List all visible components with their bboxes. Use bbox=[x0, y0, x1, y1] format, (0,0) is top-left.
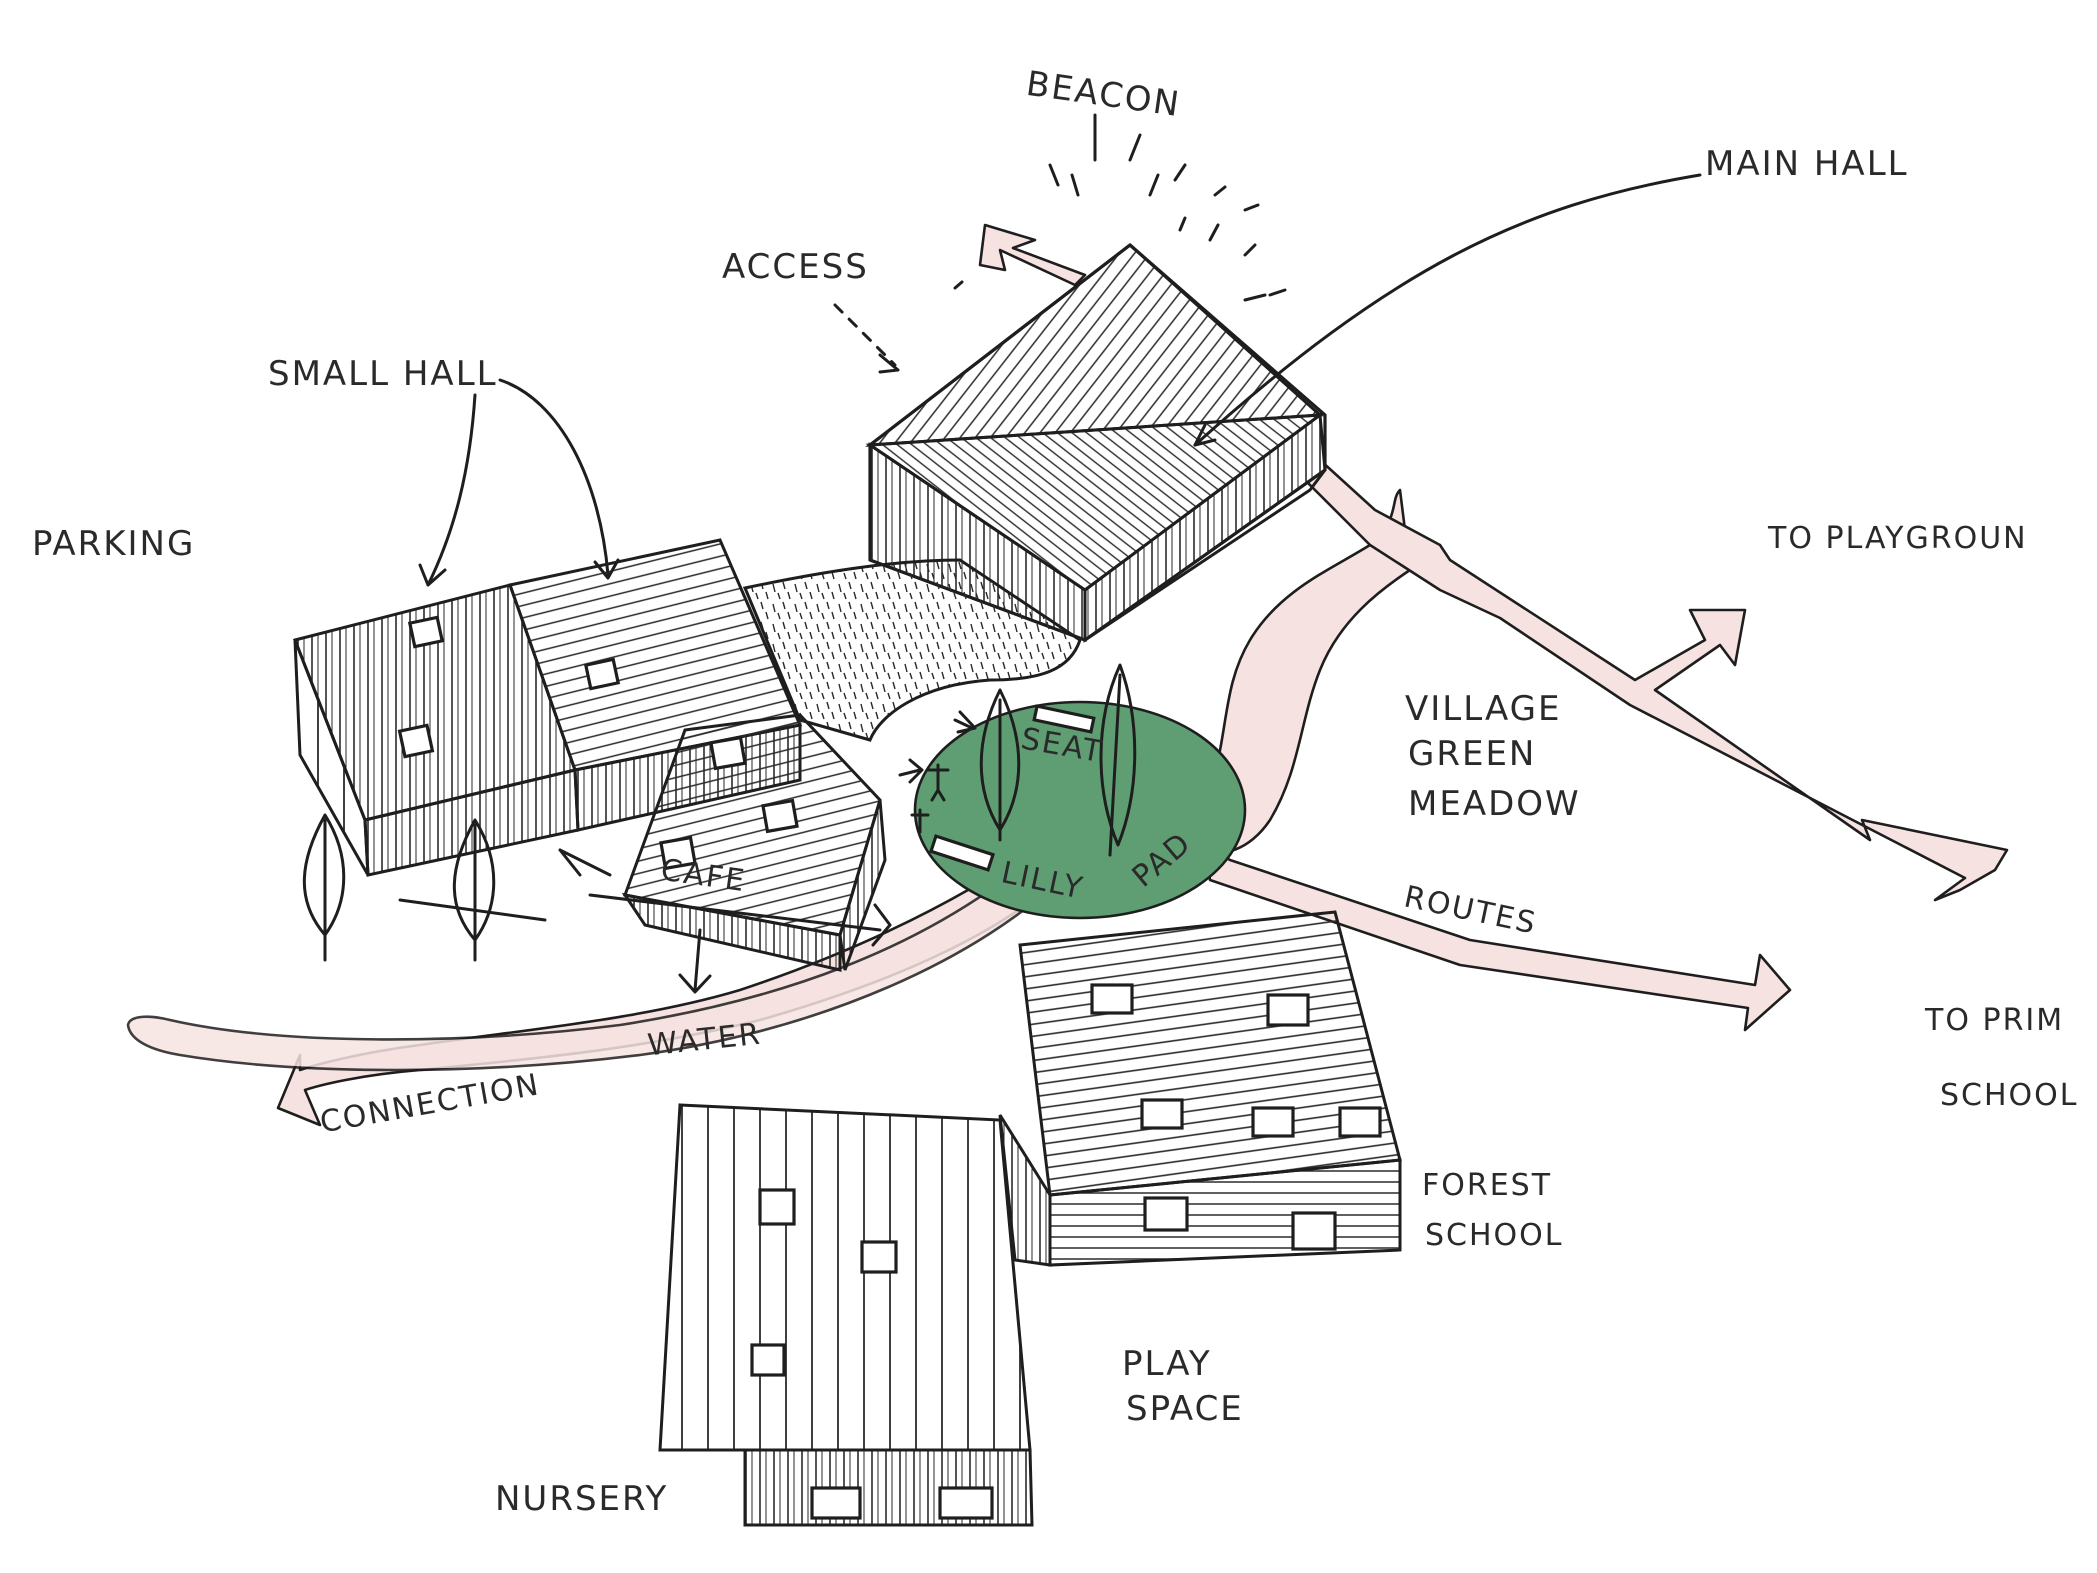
figure bbox=[910, 808, 930, 834]
bench bbox=[1032, 704, 1096, 734]
window bbox=[938, 1486, 994, 1520]
nursery-label: NURSERY bbox=[495, 1479, 668, 1519]
skylight bbox=[583, 657, 621, 691]
tree bbox=[979, 688, 1021, 842]
play-space-label-1: PLAY bbox=[1122, 1344, 1212, 1384]
parking-label: PARKING bbox=[32, 524, 195, 564]
access-leader bbox=[833, 303, 897, 367]
skylight bbox=[860, 1240, 898, 1274]
skylight bbox=[758, 1188, 796, 1226]
cafe-arrow-nw bbox=[558, 848, 612, 877]
small-hall-label: SMALL HALL bbox=[268, 354, 498, 394]
water-channel bbox=[126, 858, 1072, 1072]
forest-school-label-1: FOREST bbox=[1422, 1168, 1552, 1203]
small-hall-leader-1-head bbox=[418, 563, 447, 587]
cafe-arrow-west bbox=[398, 898, 547, 922]
tree bbox=[452, 818, 496, 962]
figure bbox=[926, 763, 950, 802]
skylight bbox=[750, 1343, 786, 1377]
skylight bbox=[761, 798, 799, 834]
main-hall-leader-head bbox=[1193, 423, 1217, 447]
to-playground-label: TO PLAYGROUN bbox=[1767, 521, 2028, 556]
play-space-label-2: SPACE bbox=[1126, 1389, 1244, 1429]
main-hall-building bbox=[865, 243, 1327, 643]
tree bbox=[302, 813, 346, 962]
skylight bbox=[659, 835, 697, 871]
small-hall-leader-2 bbox=[498, 378, 610, 577]
small-hall-leader-2-head bbox=[593, 558, 620, 580]
pedestrian-routes bbox=[126, 458, 2009, 1127]
annotation-arrows bbox=[398, 173, 1702, 994]
to-primary-label-2: SCHOOL bbox=[1940, 1078, 2079, 1113]
main-hall-label: MAIN HALL bbox=[1705, 144, 1909, 184]
access-arrow bbox=[978, 223, 1087, 287]
main-hall-leader bbox=[1193, 173, 1702, 447]
route-to-primary-school bbox=[1203, 843, 1792, 1032]
nursery-building bbox=[658, 1103, 1034, 1527]
skylight bbox=[1338, 1106, 1382, 1138]
foyer-stipple bbox=[742, 558, 1082, 742]
pad-arrow bbox=[898, 758, 924, 784]
beacon-rays bbox=[953, 113, 1287, 302]
beacon-label: BEACON bbox=[1024, 64, 1183, 125]
skylight bbox=[407, 615, 445, 649]
window bbox=[1143, 1196, 1189, 1232]
lilly-pad-green bbox=[913, 700, 1247, 920]
tree bbox=[1099, 663, 1137, 857]
forest-school-building bbox=[998, 910, 1402, 1267]
skylight bbox=[1251, 1106, 1295, 1138]
skylight bbox=[397, 723, 435, 759]
access-label: ACCESS bbox=[722, 247, 869, 287]
seating bbox=[910, 704, 1096, 872]
forest-school-label-2: SCHOOL bbox=[1425, 1218, 1564, 1253]
village-green-label-1: VILLAGE bbox=[1405, 689, 1561, 729]
skylight bbox=[709, 735, 747, 771]
route-to-playground bbox=[1303, 458, 2009, 902]
pad-arrow-2 bbox=[953, 710, 977, 734]
skylight bbox=[1140, 1098, 1184, 1130]
window bbox=[1291, 1211, 1337, 1251]
window bbox=[810, 1486, 862, 1520]
village-green-label-3: MEADOW bbox=[1408, 784, 1581, 824]
access-leader-head bbox=[878, 353, 900, 374]
cafe-arrow-south bbox=[678, 928, 712, 994]
village-green-label-2: GREEN bbox=[1408, 734, 1536, 774]
bench bbox=[928, 834, 996, 872]
to-primary-label-1: TO PRIM bbox=[1924, 1003, 2064, 1038]
cafe-arrow-east bbox=[588, 893, 892, 947]
skylight bbox=[1266, 993, 1310, 1027]
small-hall-leader-1 bbox=[426, 393, 477, 587]
small-hall-building bbox=[292, 538, 803, 877]
trees bbox=[302, 663, 1137, 962]
skylight bbox=[1090, 983, 1134, 1015]
